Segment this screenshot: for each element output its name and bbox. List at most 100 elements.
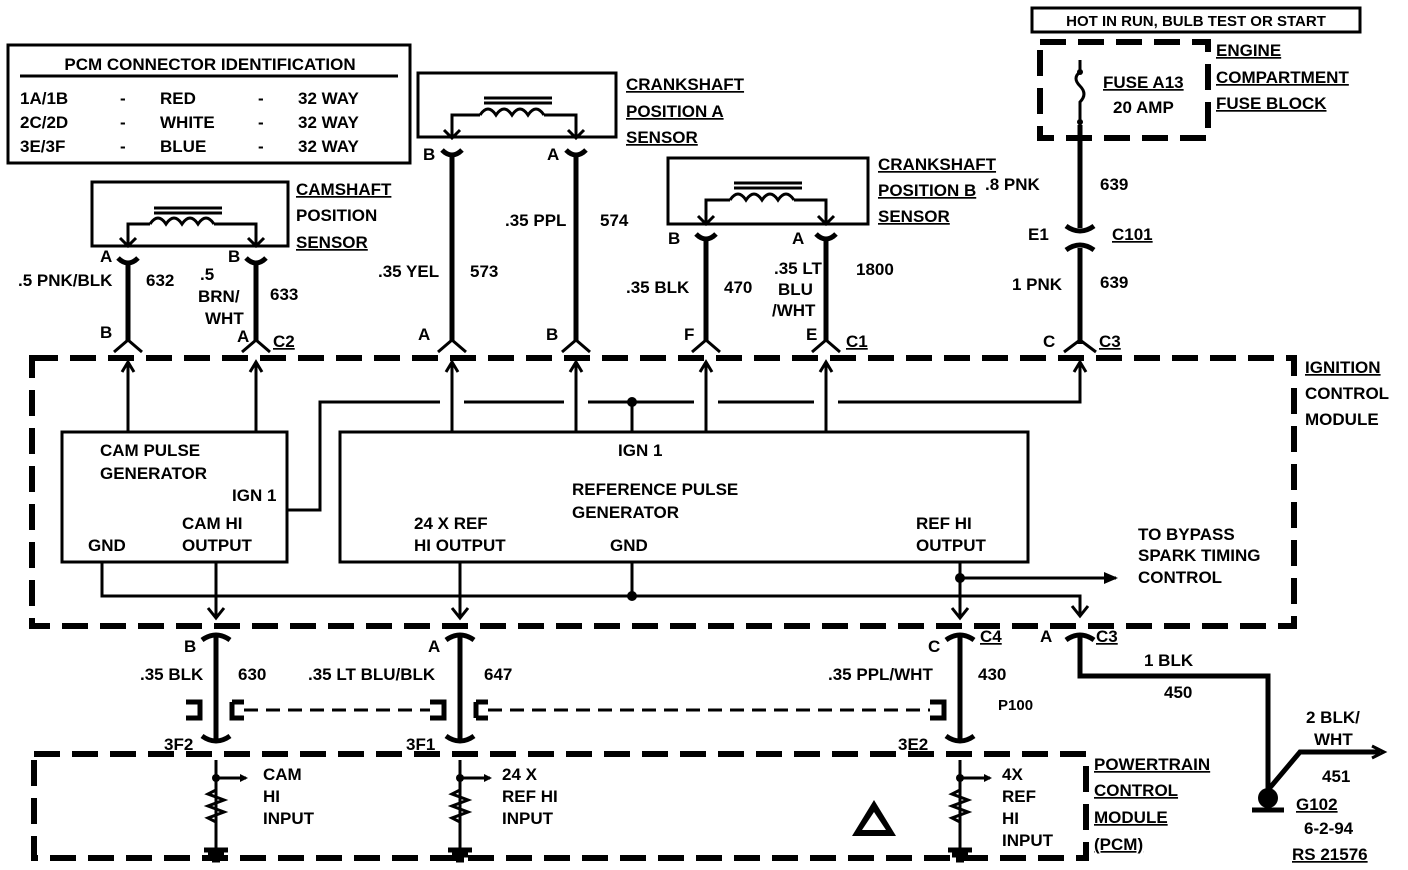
fuse-terminal xyxy=(1077,69,1083,75)
pin-label: E xyxy=(806,325,817,344)
pcm-label: MODULE xyxy=(1094,808,1168,827)
wire-circuit: 633 xyxy=(270,285,298,304)
sensor-label: POSITION xyxy=(296,206,377,225)
ign1-bus xyxy=(287,362,1082,512)
wire-gauge: /WHT xyxy=(772,301,816,320)
pcm-label: POWERTRAIN xyxy=(1094,755,1210,774)
pin-label: B xyxy=(184,637,196,656)
pin-label: B xyxy=(668,229,680,248)
block-label: GND xyxy=(610,536,648,555)
bypass-label: SPARK TIMING xyxy=(1138,546,1260,565)
input-label: 4X xyxy=(1002,765,1023,784)
pin-label: A xyxy=(237,327,249,346)
connector-id: C4 xyxy=(980,627,1002,646)
table-cell: 32 WAY xyxy=(298,137,359,156)
table-cell: BLUE xyxy=(160,137,206,156)
fuse-icon xyxy=(1074,60,1086,125)
connector-id: C3 xyxy=(1096,627,1118,646)
wire-circuit: 574 xyxy=(600,211,629,230)
sensor-label: CRANKSHAFT xyxy=(878,155,997,174)
hot-label-box xyxy=(1030,6,1362,34)
sensor-label: SENSOR xyxy=(296,233,368,252)
connector-id: C2 xyxy=(273,332,295,351)
ground-icon xyxy=(1258,788,1278,808)
ignition-control-module: IGNITION CONTROL MODULE CAM PULSE GENERA… xyxy=(29,355,1389,629)
wire-circuit: 632 xyxy=(146,271,174,290)
icm-border xyxy=(29,355,1297,629)
pin-label: 3F2 xyxy=(164,735,193,754)
input-label: 24 X xyxy=(502,765,538,784)
wire-circuit: 1800 xyxy=(856,260,894,279)
diagram-date: 6-2-94 xyxy=(1304,819,1354,838)
block-label: REFERENCE PULSE xyxy=(572,480,738,499)
block-label: REF HI xyxy=(916,514,972,533)
input-label: INPUT xyxy=(263,809,315,828)
wire-circuit: 470 xyxy=(724,278,752,297)
fuse-block-label: COMPARTMENT xyxy=(1216,68,1349,87)
resistor-icon xyxy=(447,788,473,824)
input-label: INPUT xyxy=(502,809,554,828)
cam-pulse-generator xyxy=(60,430,289,564)
sensor-label: SENSOR xyxy=(626,128,698,147)
reference-pulse-generator xyxy=(338,430,1030,564)
block-label: HI OUTPUT xyxy=(414,536,506,555)
input-label: CAM xyxy=(263,765,302,784)
wire-circuit: 630 xyxy=(238,665,266,684)
hot-label: HOT IN RUN, BULB TEST OR START xyxy=(1066,13,1326,30)
fuse-block-border xyxy=(1037,39,1211,141)
connector-c3-icon xyxy=(1063,338,1097,354)
bypass-label: CONTROL xyxy=(1138,568,1222,587)
fuse-block-label: FUSE BLOCK xyxy=(1216,94,1327,113)
table-cell: - xyxy=(120,113,126,132)
sensor-label: POSITION A xyxy=(626,102,724,121)
ground-g102: 2 BLK/ WHT 451 G102 6-2-94 RS 21576 xyxy=(1252,708,1388,864)
powertrain-control-module: POWERTRAIN CONTROL MODULE (PCM) CAM HI I… xyxy=(31,751,1210,863)
pin-label: B xyxy=(423,145,435,164)
sensor-label: CAMSHAFT xyxy=(296,180,392,199)
table-cell: WHITE xyxy=(160,113,215,132)
block-label: GND xyxy=(88,536,126,555)
lower-harness: B .35 BLK 630 A .35 LT BLU/BLK 647 C C4 … xyxy=(140,627,1271,790)
pcm-border xyxy=(31,751,1089,861)
input-label: INPUT xyxy=(1002,831,1054,850)
pcm-connector-table: PCM CONNECTOR IDENTIFICATION 1A/1B - RED… xyxy=(6,43,412,165)
wire-circuit: 573 xyxy=(470,262,498,281)
table-cell: - xyxy=(120,137,126,156)
wire-circuit: 450 xyxy=(1164,683,1192,702)
block-label: IGN 1 xyxy=(232,486,276,505)
wire-circuit: 430 xyxy=(978,665,1006,684)
wire-gauge: .5 xyxy=(200,265,214,284)
pin-label: A xyxy=(428,637,440,656)
pin-label: 3F1 xyxy=(406,735,435,754)
fuse-section: HOT IN RUN, BULB TEST OR START FUSE A13 … xyxy=(985,6,1362,354)
sensor-label: CRANKSHAFT xyxy=(626,75,745,94)
junction-dot xyxy=(627,591,637,601)
connector-id: P100 xyxy=(998,697,1033,714)
wire-gauge: .35 BLK xyxy=(626,278,690,297)
wire-gauge: WHT xyxy=(1314,730,1353,749)
wire-gauge: .8 PNK xyxy=(985,175,1041,194)
table-cell: - xyxy=(120,89,126,108)
input-label: HI xyxy=(263,787,280,806)
wire-450 xyxy=(1077,636,1271,790)
wire-451 xyxy=(1266,749,1380,792)
table-cell: 1A/1B xyxy=(20,89,68,108)
table-cell: 32 WAY xyxy=(298,113,359,132)
pin-label: B xyxy=(100,323,112,342)
table-cell: RED xyxy=(160,89,196,108)
sensor-body xyxy=(666,156,870,226)
resistor-icon xyxy=(203,788,229,824)
wire-gauge: BLU xyxy=(778,280,813,299)
block-label: CAM PULSE xyxy=(100,441,200,460)
pcm-label: (PCM) xyxy=(1094,835,1143,854)
coil-icon xyxy=(728,192,796,203)
wire-gauge: BRN/ xyxy=(198,287,240,306)
crankshaft-a-sensor: B A .35 YEL 573 .35 PPL 574 A B CRANKSHA… xyxy=(378,71,745,354)
wire-gauge: 2 BLK/ xyxy=(1306,708,1360,727)
pin-label: 3E2 xyxy=(898,735,928,754)
ground-icon xyxy=(948,847,972,863)
wire-gauge: 1 BLK xyxy=(1144,651,1194,670)
wire-gauge: .35 LT BLU/BLK xyxy=(308,665,436,684)
